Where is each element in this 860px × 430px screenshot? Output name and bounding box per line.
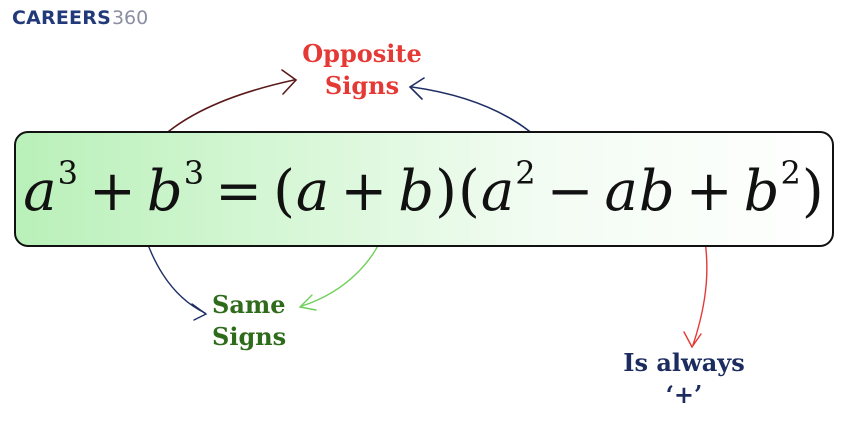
right-paren: ) <box>435 158 458 224</box>
var-b: b <box>743 158 781 224</box>
left-paren: ( <box>457 158 481 224</box>
exponent-2: 2 <box>515 153 537 192</box>
opposite-signs-label: Opposite Signs <box>282 38 442 101</box>
exponent-2: 2 <box>780 153 802 192</box>
exponent-3: 3 <box>183 153 206 192</box>
plus-sign: + <box>685 158 734 224</box>
var-b: b <box>398 158 436 224</box>
is-always-plus-label: Is always ‘+’ <box>604 347 764 410</box>
same-line-1: Same <box>212 290 286 319</box>
plus-sign: + <box>340 158 389 224</box>
careers360-logo: CAREERS 360 <box>12 9 148 28</box>
sum-of-cubes-formula: a3+b3=(a+b)(a2−ab+b2) <box>23 157 825 224</box>
var-b: b <box>638 158 676 224</box>
always-line-1: Is always <box>623 348 745 377</box>
var-a: a <box>480 158 516 224</box>
exponent-3: 3 <box>57 153 79 192</box>
opposite-line-2: Signs <box>324 70 400 100</box>
opposite-line-1: Opposite <box>302 39 422 68</box>
var-a: a <box>295 158 331 224</box>
var-a: a <box>23 158 58 224</box>
var-a: a <box>604 158 639 224</box>
minus-sign: − <box>546 158 595 224</box>
formula-box: a3+b3=(a+b)(a2−ab+b2) <box>14 131 834 247</box>
equals-sign: = <box>215 158 264 224</box>
var-b: b <box>146 158 184 224</box>
plus-sign: + <box>89 158 137 224</box>
left-paren: ( <box>273 158 296 224</box>
logo-word: CAREERS <box>12 7 111 29</box>
logo-number: 360 <box>111 7 149 29</box>
same-line-2: Signs <box>212 321 287 351</box>
always-line-2: ‘+’ <box>665 379 703 409</box>
right-paren: ) <box>801 158 825 224</box>
same-signs-label: Same Signs <box>212 289 286 352</box>
